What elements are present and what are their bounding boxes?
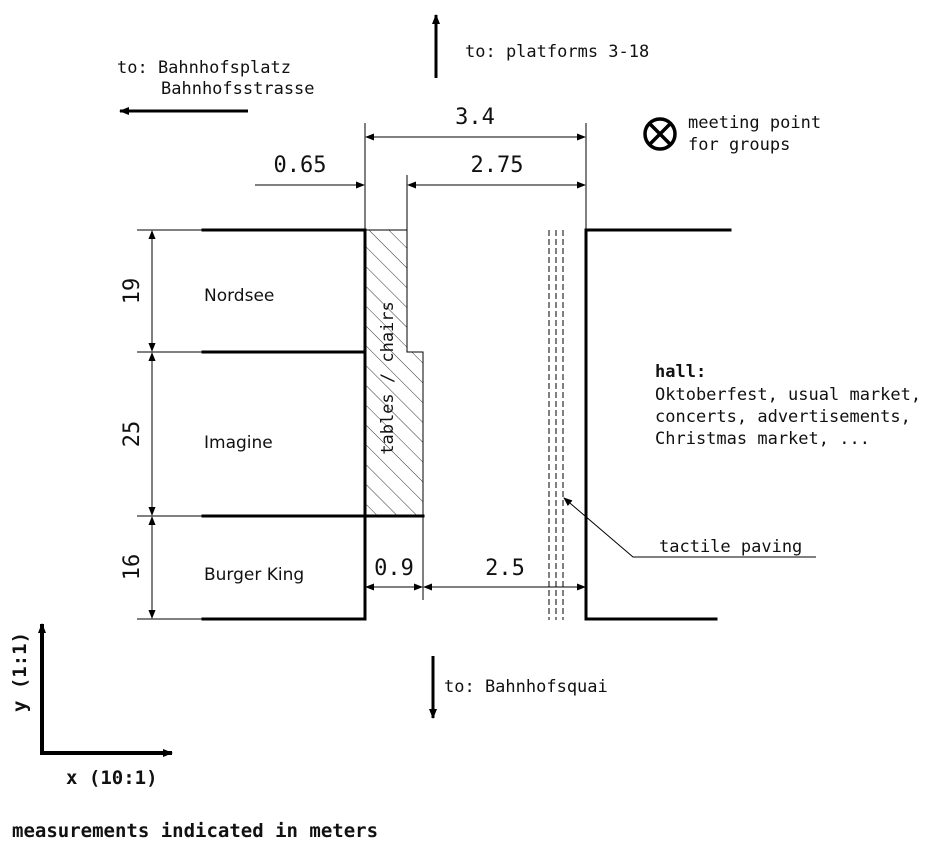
seating-area-outline (365, 229, 424, 516)
meeting-point: meeting point for groups (643, 113, 821, 155)
meeting-point-line1: meeting point (688, 113, 821, 133)
tactile-paving: tactile paving (548, 230, 816, 620)
dimension-imagine-length: 25 (120, 421, 145, 448)
bottom-dimensions: 0.9 2.5 (365, 516, 586, 600)
direction-platforms-label: to: platforms 3-18 (465, 42, 649, 62)
shop-burger-king: Burger King (204, 565, 304, 585)
hall-description: hall: Oktoberfest, usual market, concert… (655, 362, 921, 449)
dimension-nordsee-length: 19 (120, 278, 145, 305)
direction-bahnhofsstrasse-label: Bahnhofsstrasse (161, 79, 315, 99)
meeting-point-line2: for groups (688, 135, 790, 155)
left-dimensions: 19 25 16 (120, 229, 203, 620)
hall-line1: Oktoberfest, usual market, (655, 385, 921, 405)
hall-title: hall: (655, 362, 706, 382)
left-walls (201, 228, 425, 621)
dimension-bottom-left: 0.9 (374, 556, 414, 581)
hall-line3: Christmas market, ... (655, 429, 870, 449)
shop-nordsee: Nordsee (204, 286, 274, 306)
hall-line2: concerts, advertisements, (655, 407, 911, 427)
hall-wall (584, 228, 732, 621)
dimension-burger-length: 16 (120, 554, 145, 581)
circle-cross-icon (643, 117, 677, 151)
footer-note: measurements indicated in meters (12, 820, 378, 842)
dimension-right-width: 2.75 (471, 153, 524, 178)
direction-platforms: to: platforms 3-18 (432, 14, 649, 78)
x-axis-label: x (10:1) (66, 767, 158, 789)
seating-area (365, 230, 423, 516)
dimension-bottom-right: 2.5 (485, 556, 525, 581)
y-axis-label: y (1:1) (9, 632, 31, 712)
direction-bahnhofsplatz: to: Bahnhofsplatz Bahnhofsstrasse (117, 58, 315, 115)
tactile-leader (563, 497, 816, 558)
axes-indicator: y (1:1) x (10:1) (9, 623, 173, 789)
tactile-paving-label: tactile paving (659, 537, 802, 557)
direction-bahnhofsplatz-label: to: Bahnhofsplatz (117, 58, 291, 78)
seating-label: tables / chairs (378, 301, 398, 455)
top-dimensions: 3.4 0.65 2.75 (255, 105, 587, 230)
direction-bahnhofsquai: to: Bahnhofsquai (429, 656, 608, 719)
shop-imagine: Imagine (204, 433, 273, 453)
dimension-total-width: 3.4 (455, 105, 495, 130)
direction-bahnhofsquai-label: to: Bahnhofsquai (444, 677, 608, 697)
dimension-left-width: 0.65 (274, 153, 327, 178)
